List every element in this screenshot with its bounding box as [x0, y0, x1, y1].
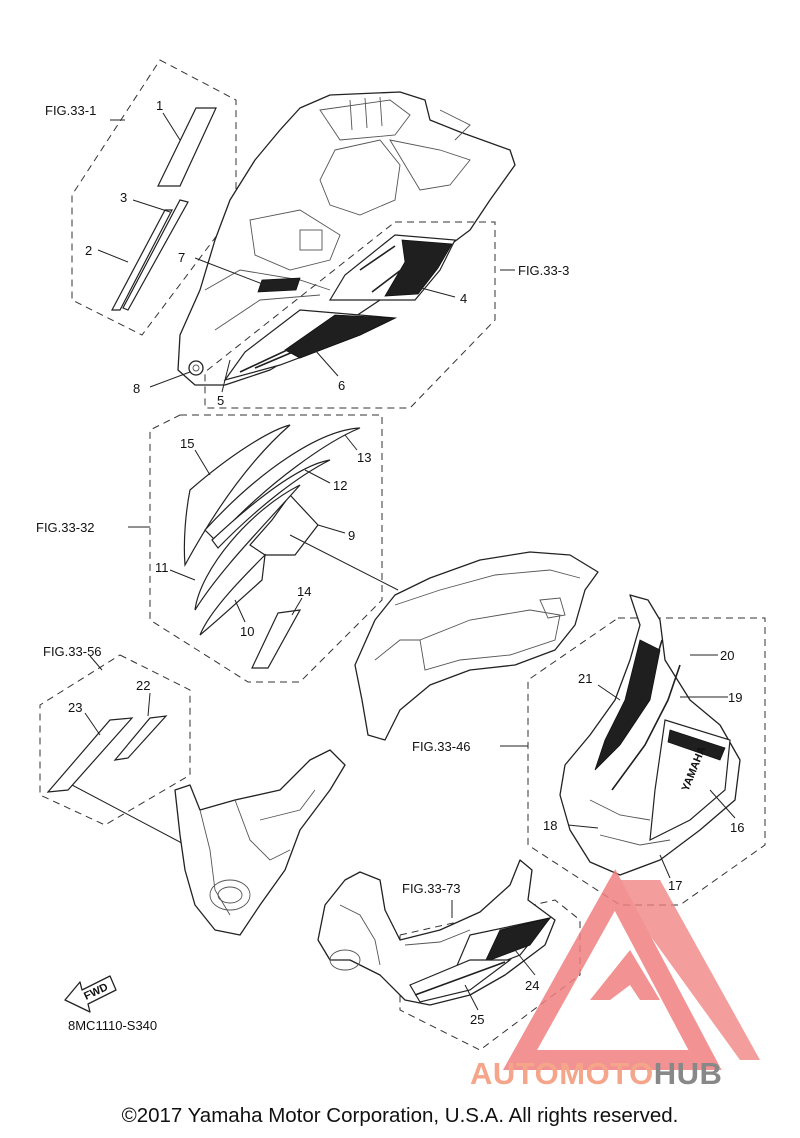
callout-18: 18	[543, 818, 557, 833]
fig-33-73-box	[399, 899, 581, 1051]
decal-part-22	[113, 715, 168, 761]
watermark-part-2: HUB	[653, 1056, 723, 1091]
callout-25: 25	[470, 1012, 484, 1027]
decal-part-25	[409, 959, 512, 1003]
callout-7: 7	[178, 250, 185, 265]
callout-21: 21	[578, 671, 592, 686]
callout-17: 17	[668, 878, 682, 893]
decal-part-3	[122, 199, 189, 311]
watermark-part-1: AUTOMOTO	[470, 1056, 654, 1091]
emblem-part-7	[257, 277, 301, 293]
decal-part-13	[204, 427, 361, 541]
callout-23: 23	[68, 700, 82, 715]
callout-14: 14	[297, 584, 311, 599]
decal-part-10	[199, 553, 266, 636]
callout-6: 6	[338, 378, 345, 393]
fig-33-32-label: FIG.33-32	[36, 520, 95, 535]
callout-2: 2	[85, 243, 92, 258]
front-cowl	[177, 91, 516, 386]
grommet-part-8	[188, 360, 204, 376]
fig-33-1-label: FIG.33-1	[45, 103, 96, 118]
callout-22: 22	[136, 678, 150, 693]
decal-part-4	[328, 234, 456, 301]
fig-33-3-box	[204, 221, 496, 409]
callout-5: 5	[217, 393, 224, 408]
fig-33-32-box	[149, 414, 383, 683]
callout-3: 3	[120, 190, 127, 205]
decal-part-6	[223, 309, 398, 382]
callout-19: 19	[728, 690, 742, 705]
decal-part-23	[46, 717, 134, 793]
under-cover-left	[174, 749, 346, 936]
copyright-notice: ©2017 Yamaha Motor Corporation, U.S.A. A…	[121, 1104, 679, 1127]
callout-20: 20	[720, 648, 734, 663]
side-cover-assembly: YAMAHA	[559, 594, 741, 876]
decal-part-14	[251, 609, 302, 669]
callout-9: 9	[348, 528, 355, 543]
callout-16: 16	[730, 820, 744, 835]
leg-shield-panel	[354, 551, 599, 741]
callout-10: 10	[240, 624, 254, 639]
callout-13: 13	[357, 450, 371, 465]
decal-part-12	[211, 459, 331, 549]
callout-11: 11	[155, 560, 169, 575]
callout-1: 1	[156, 98, 163, 113]
fig-33-1-box	[71, 59, 237, 336]
fwd-arrow-icon: FWD	[64, 975, 117, 1013]
watermark-logo: AUTOMOTOHUB	[470, 1056, 722, 1092]
callout-15: 15	[180, 436, 194, 451]
fig-33-3-label: FIG.33-3	[518, 263, 569, 278]
callout-4: 4	[460, 291, 467, 306]
watermark-mark-icon	[502, 869, 760, 1070]
callout-24: 24	[525, 978, 539, 993]
callout-12: 12	[333, 478, 347, 493]
decal-part-1	[157, 107, 217, 187]
decal-part-11	[194, 484, 301, 611]
fig-33-46-label: FIG.33-46	[412, 739, 471, 754]
decal-part-2	[111, 209, 173, 311]
fig-33-56-label: FIG.33-56	[43, 644, 102, 659]
decal-part-15	[183, 424, 291, 568]
fig-33-56-box	[39, 654, 191, 826]
fig-33-73-label: FIG.33-73	[402, 881, 461, 896]
callout-8: 8	[133, 381, 140, 396]
diagram-code: 8MC1110-S340	[68, 1018, 157, 1033]
